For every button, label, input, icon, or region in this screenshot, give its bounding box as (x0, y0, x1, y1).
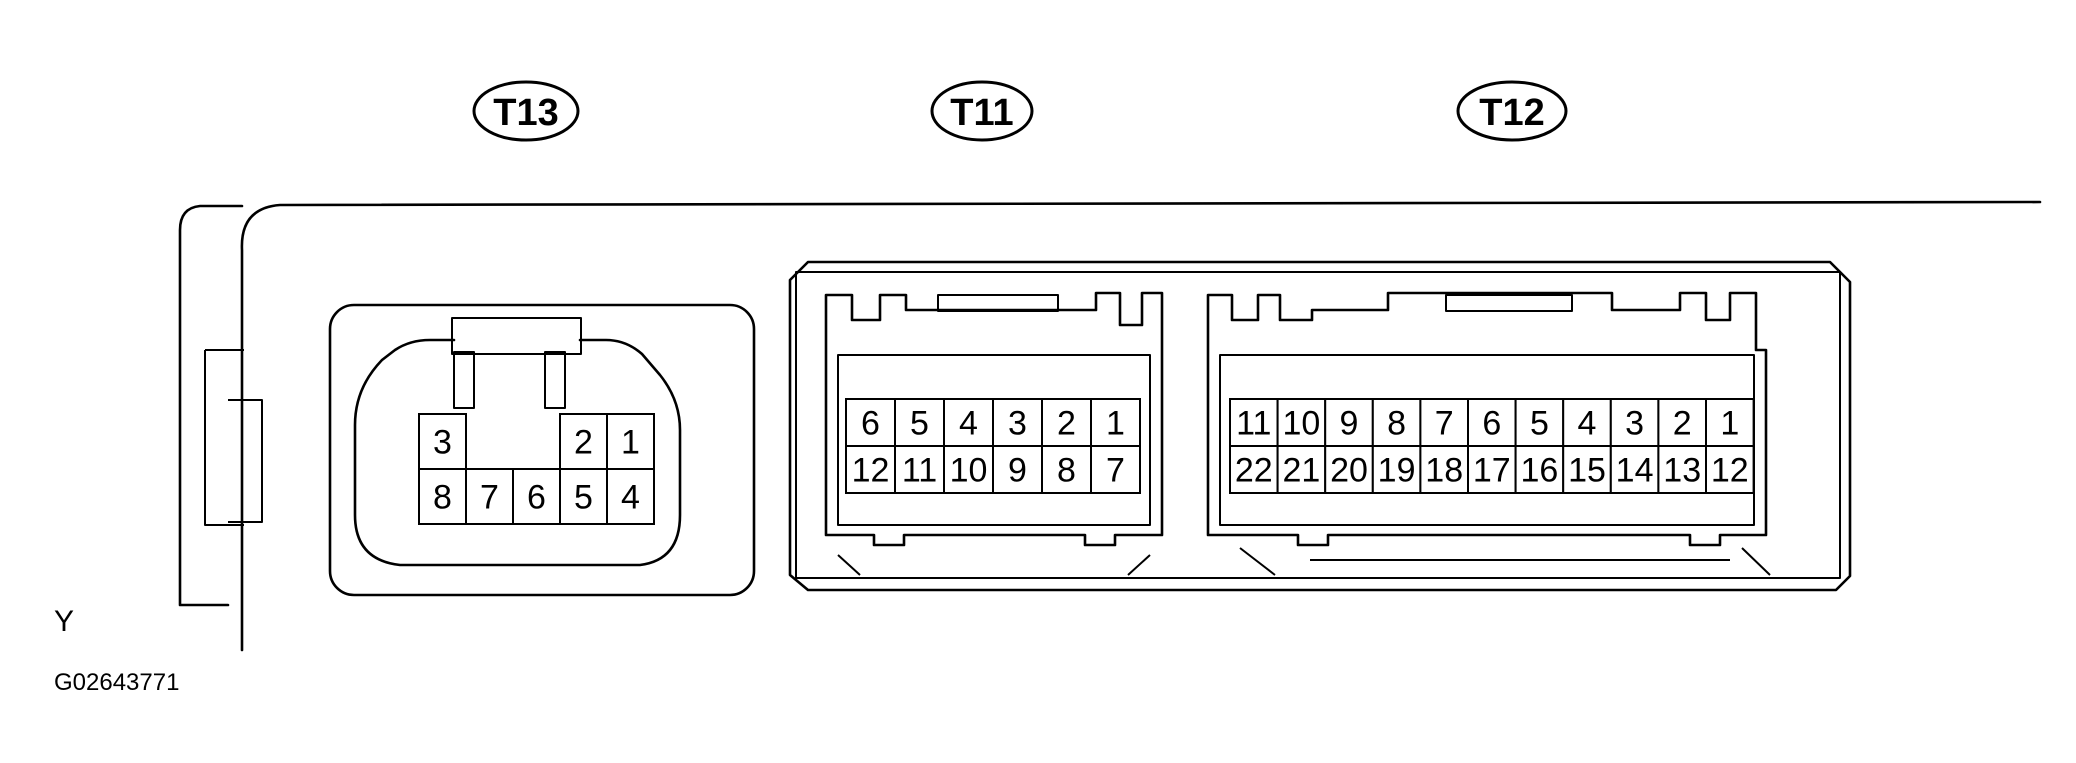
pin-number: 5 (910, 405, 929, 443)
pin-number: 1 (1720, 405, 1739, 443)
pin-number: 12 (1711, 452, 1749, 490)
pin-cell (1229, 445, 1279, 494)
connector-body-T13 (328, 303, 756, 597)
pin-number: 9 (1008, 452, 1027, 490)
pin-number: 13 (1663, 452, 1701, 490)
pin-number: 10 (950, 452, 988, 490)
pin-cell (1467, 445, 1517, 494)
pin-number: 18 (1425, 452, 1463, 490)
pin-cell (1514, 398, 1565, 447)
pin-number: 11 (1236, 405, 1271, 443)
connector-shell-T13 (353, 338, 682, 567)
pin-cell (1609, 398, 1660, 447)
locking-latch-T13 (451, 317, 582, 355)
connector-shell-outer (788, 260, 1852, 592)
pin-cell (943, 445, 994, 494)
latch-leg-right-T13 (544, 351, 566, 409)
pin-cell (992, 398, 1043, 447)
pin-number: 6 (861, 405, 880, 443)
latch-leg-left-T13 (453, 351, 475, 409)
pin-number: 2 (574, 424, 593, 462)
pin-number: 1 (621, 424, 640, 462)
pin-number: 19 (1378, 452, 1416, 490)
pin-number: 2 (1057, 405, 1076, 443)
corner-letter: Y (54, 605, 74, 638)
pin-number: 2 (1673, 405, 1692, 443)
pin-cell (1041, 445, 1092, 494)
pin-number: 3 (1625, 405, 1644, 443)
pin-number: 7 (1106, 452, 1125, 490)
pin-cell (1090, 445, 1141, 494)
pin-number: 16 (1520, 452, 1558, 490)
pin-number: 14 (1616, 452, 1654, 490)
pin-cell (465, 468, 514, 525)
pin-cell (845, 445, 896, 494)
pin-number: 3 (433, 424, 452, 462)
pin-number: 21 (1282, 452, 1320, 490)
pin-cell (606, 468, 655, 525)
pin-cell (1041, 398, 1092, 447)
pin-number: 5 (1530, 405, 1549, 443)
pin-number: 4 (1578, 405, 1597, 443)
pin-number: 7 (1435, 405, 1454, 443)
label-oval-T11 (930, 80, 1034, 142)
pin-cell (1467, 398, 1517, 447)
pin-number: 5 (574, 479, 593, 517)
pin-cell (1090, 398, 1141, 447)
pin-cell (894, 445, 945, 494)
pin-number: 10 (1282, 405, 1320, 443)
connector-label-T11: T11 (950, 92, 1013, 134)
pin-number: 4 (959, 405, 978, 443)
pin-cell (1705, 398, 1755, 447)
pin-number: 17 (1473, 452, 1511, 490)
figure-code: G02643771 (54, 669, 179, 696)
ecu-housing (178, 200, 2042, 652)
latch-tab-T12 (1445, 294, 1573, 312)
connector-shell-T11 (824, 291, 1164, 547)
pin-number: 1 (1106, 405, 1125, 443)
connector-label-T13: T13 (493, 92, 558, 134)
pin-number: 4 (621, 479, 640, 517)
pin-cell (1324, 445, 1374, 494)
pin-cell (894, 398, 945, 447)
pin-number: 8 (433, 479, 452, 517)
pin-number: 6 (527, 479, 546, 517)
pin-number: 12 (852, 452, 890, 490)
pin-cell (1705, 445, 1755, 494)
pin-cell (559, 413, 608, 470)
pin-number: 6 (1482, 405, 1501, 443)
pin-number: 7 (480, 479, 499, 517)
pin-number: 8 (1387, 405, 1406, 443)
pin-number: 8 (1057, 452, 1076, 490)
connector-label-T12: T12 (1479, 92, 1544, 134)
pin-cell (1419, 398, 1470, 447)
pin-number: 9 (1340, 405, 1359, 443)
pin-cell (1371, 445, 1422, 494)
latch-tab-T11 (937, 294, 1059, 312)
pin-number: 22 (1235, 452, 1273, 490)
pin-number: 3 (1008, 405, 1027, 443)
pin-number: 11 (902, 452, 937, 490)
label-oval-T12 (1456, 80, 1568, 142)
label-oval-T13 (472, 80, 580, 142)
connector-shell-T12 (1206, 291, 1768, 547)
pin-number: 15 (1568, 452, 1606, 490)
pin-cell (1276, 445, 1327, 494)
pin-number: 20 (1330, 452, 1368, 490)
